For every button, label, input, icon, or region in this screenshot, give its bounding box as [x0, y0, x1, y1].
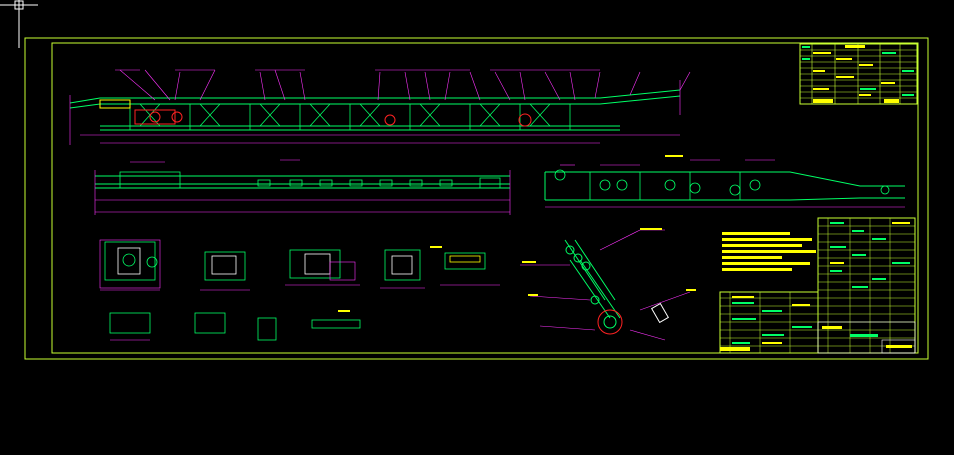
drawing-inner-frame	[51, 42, 919, 354]
bill-of-materials-table	[719, 217, 916, 354]
roller-detail-views	[104, 241, 486, 341]
truss-section-view	[544, 155, 905, 208]
drawing-outer-frame	[24, 37, 929, 360]
ucs-cursor-icon	[0, 0, 38, 48]
parameter-table-top	[799, 43, 918, 105]
conveyor-plan-view	[94, 159, 511, 215]
title-block	[817, 321, 916, 354]
take-up-assembly-view	[520, 228, 696, 341]
technical-notes	[722, 232, 816, 271]
detail-dimension-lines	[99, 239, 500, 341]
conveyor-elevation-view	[69, 69, 691, 145]
